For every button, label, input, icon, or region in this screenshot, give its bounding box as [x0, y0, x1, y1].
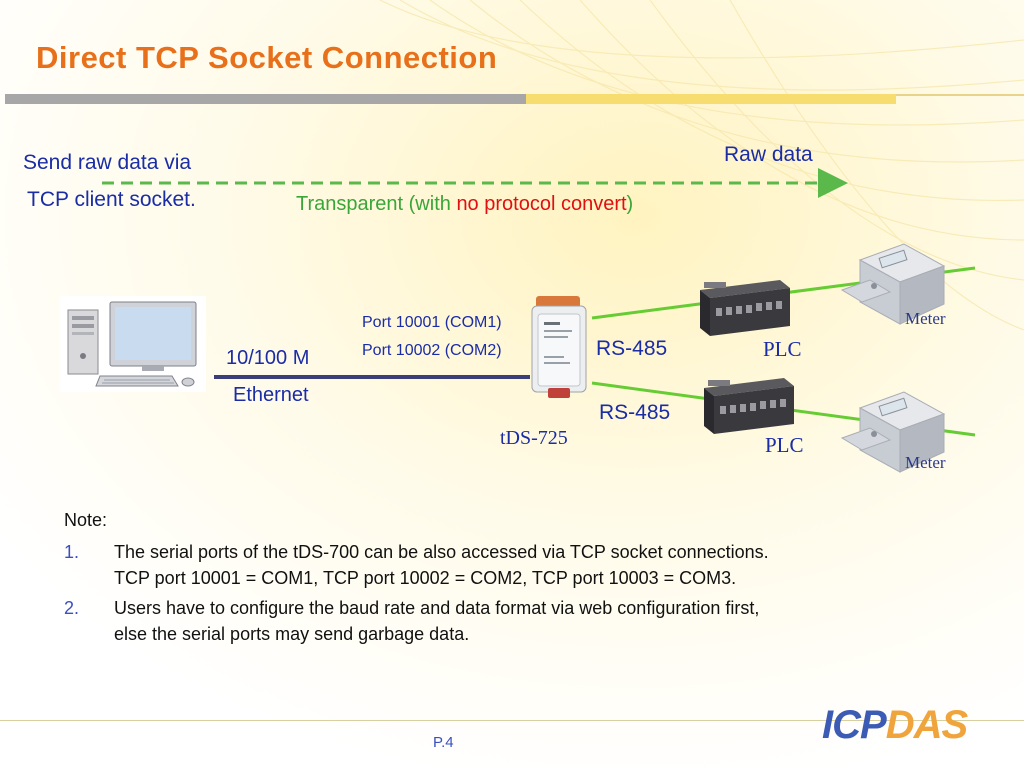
meter-bottom-label: Meter [905, 453, 946, 472]
transparent-label: Transparent (with no protocol convert) [296, 193, 633, 216]
device-name-label: tDS-725 [500, 427, 568, 449]
port-10002-label: Port 10002 (COM2) [362, 342, 502, 359]
note-text-line: TCP port 10001 = COM1, TCP port 10002 = … [114, 568, 737, 588]
rs485-bottom-label: RS-485 [599, 401, 671, 424]
logo-part1: ICP [822, 703, 887, 747]
ethernet-speed-label: 10/100 M [226, 347, 310, 369]
logo-part2: DAS [885, 703, 968, 747]
note-text-line: else the serial ports may send garbage d… [114, 624, 470, 644]
note-item: 2. Users have to configure the baud rate… [64, 595, 964, 647]
page-number: P.4 [433, 734, 454, 751]
title-bar-yellow [526, 94, 896, 104]
meter-icon [840, 391, 946, 473]
icpdas-logo: ICPDAS [822, 703, 968, 748]
plc-bottom-label: PLC [765, 433, 804, 457]
port-10001-label: Port 10001 (COM1) [362, 314, 502, 331]
plc-icon [700, 280, 790, 336]
title-bar-gray [5, 94, 526, 104]
tds-725-device-icon [531, 296, 587, 398]
meter-top-label: Meter [905, 309, 946, 328]
footer-divider [0, 720, 1024, 721]
note-text-line: Users have to configure the baud rate an… [114, 598, 760, 618]
client-label-line2: TCP client socket. [27, 188, 196, 211]
note-number: 1. [64, 542, 80, 562]
plc-icon [704, 378, 794, 434]
ethernet-label: Ethernet [233, 384, 309, 406]
notes-title: Note: [64, 510, 108, 530]
client-label-line1: Send raw data via [23, 151, 192, 174]
desktop-computer-icon [60, 296, 206, 392]
page-title: Direct TCP Socket Connection [36, 40, 498, 75]
note-item: 1. The serial ports of the tDS-700 can b… [64, 539, 964, 591]
transparent-suffix: ) [626, 193, 634, 215]
note-number: 2. [64, 598, 80, 618]
transparent-prefix: Transparent (with [296, 193, 457, 215]
meter-icon [840, 243, 946, 325]
note-text-line: The serial ports of the tDS-700 can be a… [114, 542, 769, 562]
rs485-top-label: RS-485 [596, 337, 668, 360]
raw-data-label: Raw data [724, 143, 813, 166]
notes-section: Note: 1. The serial ports of the tDS-700… [64, 510, 964, 651]
no-protocol-convert-text: no protocol convert [456, 193, 627, 215]
plc-top-label: PLC [763, 337, 802, 361]
